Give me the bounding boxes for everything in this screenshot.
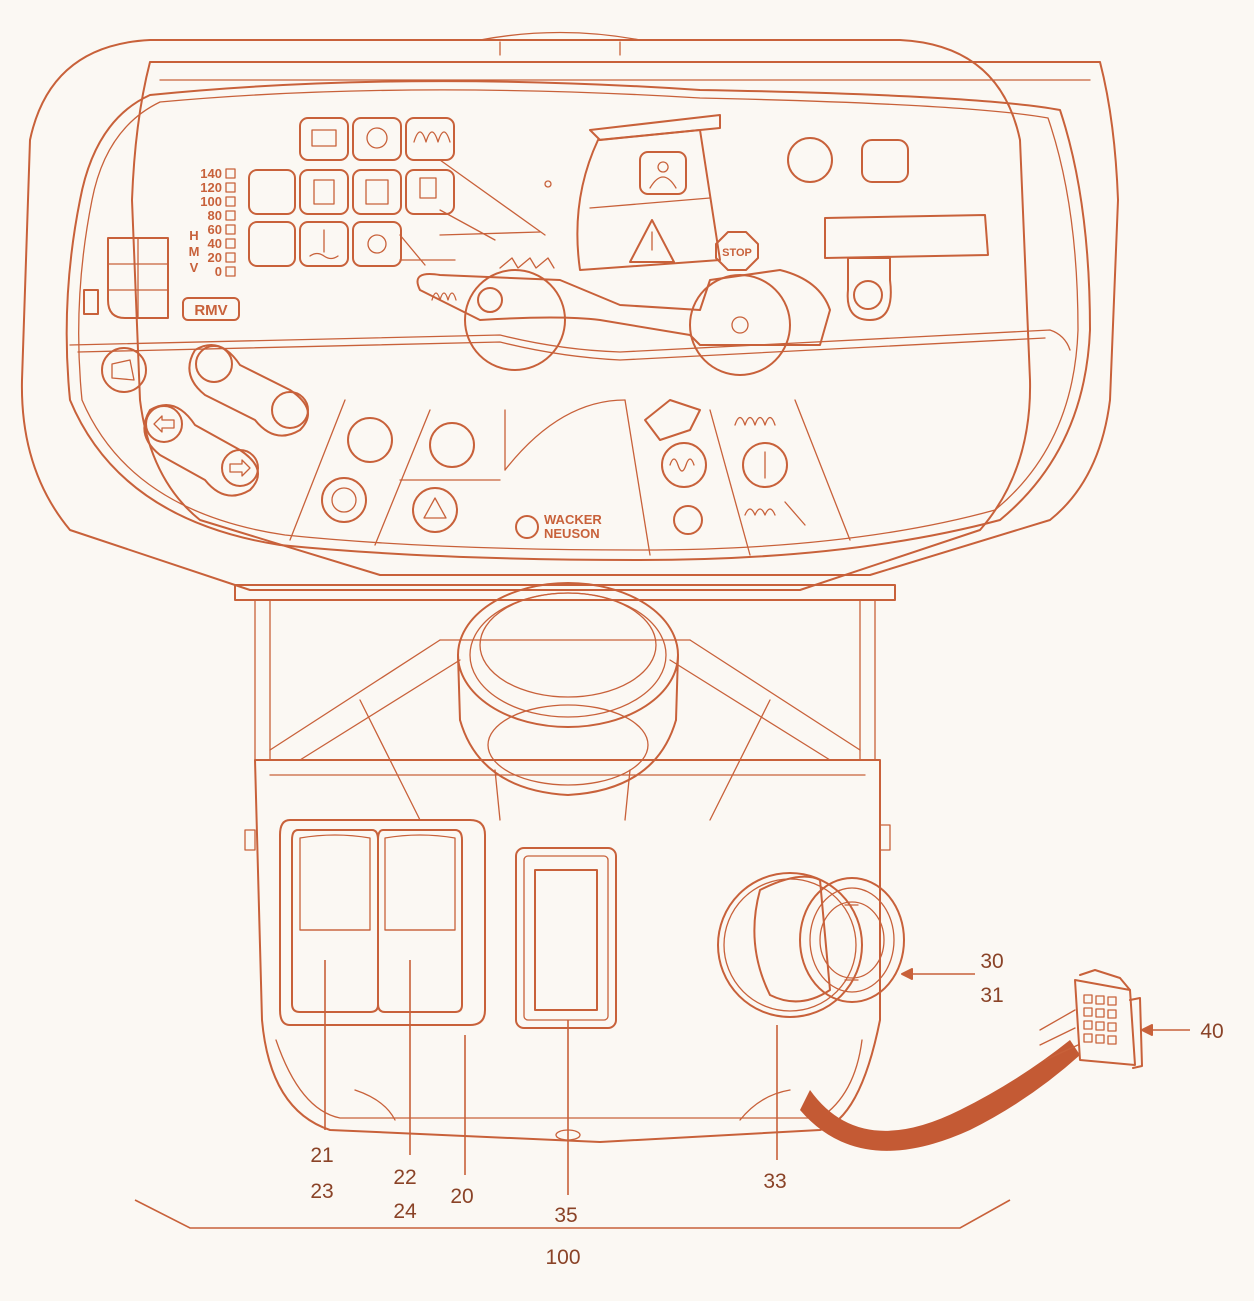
fuel-pump-icon <box>83 289 99 315</box>
speed-label-2: 100 <box>200 194 222 209</box>
hydraulic-filter-icon <box>299 169 349 215</box>
callout-100: 100 <box>545 1246 580 1269</box>
connector-40 <box>1074 969 1143 1069</box>
auto-mode-icon <box>673 505 703 535</box>
callout-23: 23 <box>310 1180 333 1203</box>
callout-40: 40 <box>1200 1020 1223 1043</box>
assembly-bracket-100 <box>134 1199 1011 1229</box>
right-panel-icons <box>787 137 989 321</box>
speed-label-6: 20 <box>208 250 222 265</box>
leader-lines <box>134 960 1190 1229</box>
center-socket <box>457 582 679 796</box>
air-filter-icon <box>352 117 402 161</box>
operator-icon <box>644 399 701 441</box>
blank-indicator-1 <box>248 169 296 215</box>
housing-outline <box>20 31 1119 591</box>
callout-20: 20 <box>450 1185 473 1208</box>
headlight-low-icon <box>195 345 233 383</box>
glow-plug-icon <box>405 117 455 161</box>
brand-line-2: NEUSON <box>544 526 600 541</box>
switch-frame-20 <box>279 819 486 1026</box>
callout-35: 35 <box>554 1204 577 1227</box>
warning-triangle-icon <box>629 219 675 263</box>
callout-labels: 21 23 22 24 20 35 33 30 31 40 100 <box>310 950 1223 1269</box>
callout-22: 22 <box>393 1166 416 1189</box>
callout-31: 31 <box>980 984 1003 1007</box>
blank-indicator-2 <box>248 221 296 267</box>
fuel-gauge: RMV <box>83 237 240 321</box>
work-light-icon <box>347 417 393 463</box>
brand-line-1: WACKER <box>544 512 602 527</box>
seat-heater-icon <box>787 137 833 183</box>
speed-label-5: 40 <box>208 236 222 251</box>
emergency-stop-assembly <box>717 872 905 1018</box>
rocker-switch-assembly <box>279 819 486 1026</box>
turn-left-icon <box>145 405 183 443</box>
hydraulic-oil-icon <box>352 169 402 215</box>
rocker-switch-21[interactable] <box>291 829 379 1013</box>
cable <box>800 1040 1080 1151</box>
turn-signal-rocker-icon <box>143 404 259 497</box>
display-button-assembly <box>515 847 617 1029</box>
radio-icon <box>861 139 909 183</box>
callout-21: 21 <box>310 1144 333 1167</box>
emergency-stop-button-30[interactable] <box>799 877 905 1003</box>
range-letter-m: M <box>189 244 200 259</box>
cable-harness <box>800 969 1143 1151</box>
roller-illustration: STOP <box>399 114 831 376</box>
panel-buttons: WACKER NEUSON <box>101 344 806 541</box>
callout-30: 30 <box>980 950 1003 973</box>
brand-logo-icon <box>515 515 539 539</box>
rocker-switch-22[interactable] <box>377 829 463 1013</box>
beacon-icon <box>429 422 475 468</box>
display-panel <box>65 80 1091 561</box>
emergency-stop-collar-33 <box>717 872 863 1018</box>
range-letter-h: H <box>189 228 198 243</box>
speed-label-7: 0 <box>215 264 222 279</box>
rmv-badge <box>182 297 240 321</box>
speed-label-1: 120 <box>200 180 222 195</box>
speed-scale: 140 120 100 80 60 40 20 0 H M V <box>189 166 236 279</box>
range-letter-v: V <box>190 260 199 275</box>
coolant-temp-icon <box>299 221 349 267</box>
hazard-button-icon <box>412 487 458 533</box>
turn-right-icon <box>221 449 259 487</box>
parking-brake-icon <box>321 477 367 523</box>
speed-label-0: 140 <box>200 166 222 181</box>
button-frame-35 <box>515 847 617 1029</box>
vibration-gauge-icon <box>477 287 503 313</box>
display-slot <box>824 214 989 259</box>
stop-label: STOP <box>722 247 752 259</box>
rmv-label: RMV <box>194 302 227 319</box>
speed-label-3: 80 <box>208 208 222 223</box>
headlight-rocker-icon <box>188 344 309 437</box>
battery-icon <box>299 117 349 161</box>
fuel-filter-icon <box>405 169 455 215</box>
panel-segments <box>289 399 851 556</box>
speed-label-4: 60 <box>208 222 222 237</box>
callout-33: 33 <box>763 1170 786 1193</box>
vibration-on-icon <box>742 442 788 488</box>
callout-24: 24 <box>393 1200 417 1223</box>
horn-button-icon <box>101 347 147 393</box>
display-button-35[interactable] <box>534 869 598 1011</box>
headlight-high-icon <box>271 391 309 429</box>
warning-icon-grid <box>248 117 455 267</box>
stop-sign-icon <box>715 231 759 271</box>
lever-knob <box>853 280 883 310</box>
vibration-button-icon <box>661 442 707 488</box>
lower-console <box>234 584 896 1143</box>
seat-belt-icon <box>639 151 687 195</box>
oil-pressure-icon <box>352 221 402 267</box>
